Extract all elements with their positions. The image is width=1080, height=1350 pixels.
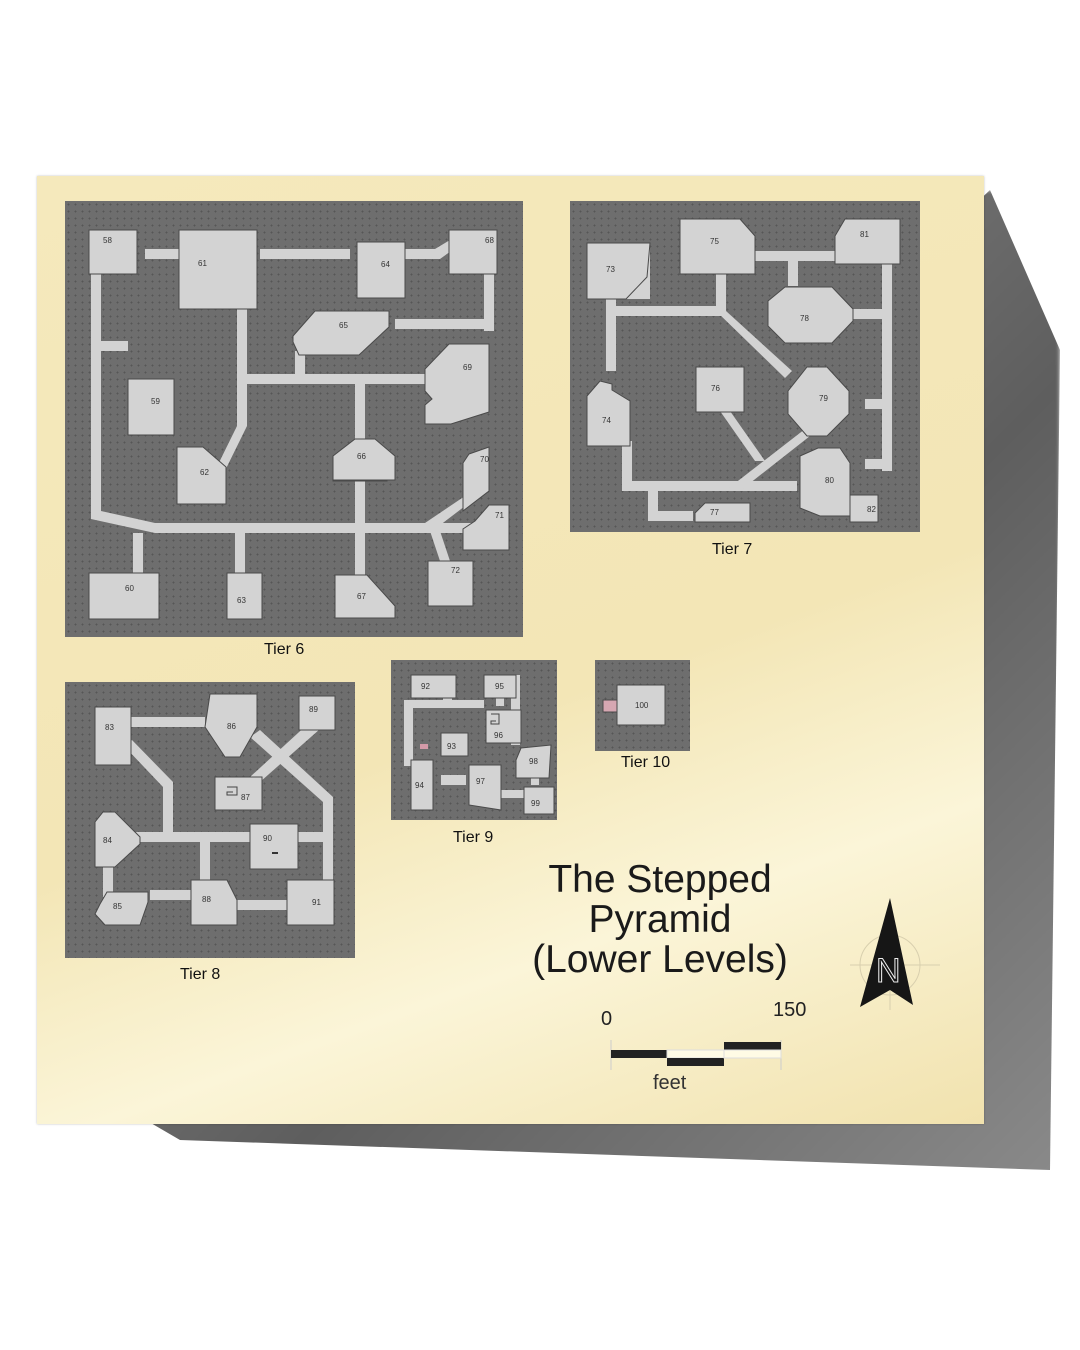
room-95: 95	[495, 682, 504, 691]
north-arrow-icon: N	[850, 898, 940, 1010]
room-82: 82	[867, 505, 876, 514]
room-69: 69	[463, 363, 472, 372]
tier-8-map: 83 86 89 87 84 90 85 88 91	[65, 682, 355, 958]
room-98: 98	[529, 757, 538, 766]
room-97: 97	[476, 777, 485, 786]
room-66: 66	[357, 452, 366, 461]
room-94: 94	[415, 781, 424, 790]
room-71: 71	[495, 511, 504, 520]
tier-8-label: Tier 8	[180, 966, 221, 983]
tier-8-rooms: 83 86 89 87 84 90 85 88 91	[94, 693, 336, 926]
room-79: 79	[819, 394, 828, 403]
room-92: 92	[421, 682, 430, 691]
room-88: 88	[202, 895, 211, 904]
room-64: 64	[381, 260, 390, 269]
room-89: 89	[309, 705, 318, 714]
room-67: 67	[357, 592, 366, 601]
room-75: 75	[710, 237, 719, 246]
room-87: 87	[241, 793, 250, 802]
scale-min: 0	[601, 1008, 613, 1030]
room-65: 65	[339, 321, 348, 330]
tier-7-label: Tier 7	[712, 541, 753, 558]
scale-unit: feet	[653, 1072, 687, 1094]
room-59: 59	[151, 397, 160, 406]
room-58: 58	[103, 236, 112, 245]
room-72: 72	[451, 566, 460, 575]
compass-letter: N	[876, 952, 901, 990]
scale-bar	[610, 1040, 782, 1070]
tier-6-map: 58 61 64 68 65 69 59 62 66 70 71 60 63 6…	[65, 201, 523, 637]
room-96: 96	[494, 731, 503, 740]
room-83: 83	[105, 723, 114, 732]
room-63: 63	[237, 596, 246, 605]
room-62: 62	[200, 468, 209, 477]
room-90: 90	[263, 834, 272, 843]
room-99: 99	[531, 799, 540, 808]
room-81: 81	[860, 230, 869, 239]
tier-9-label: Tier 9	[453, 829, 494, 846]
room-70: 70	[480, 455, 489, 464]
tier-10-label: Tier 10	[621, 754, 671, 771]
room-60: 60	[125, 584, 134, 593]
tier-7-rooms: 73 75 81 78 74 76 79 80 82 77	[586, 218, 901, 523]
room-91: 91	[312, 898, 321, 907]
room-77: 77	[710, 508, 719, 517]
tier-10-rooms: 100	[602, 684, 666, 726]
room-74: 74	[602, 416, 611, 425]
title-line-1: The Stepped	[548, 858, 772, 901]
title-line-2: Pyramid	[588, 898, 732, 941]
room-80: 80	[825, 476, 834, 485]
tier-9-rooms: 92 95 96 93 94 97 98 99	[404, 674, 555, 815]
room-85: 85	[113, 902, 122, 911]
tier-6-rooms: 58 61 64 68 65 69 59 62 66 70 71 60 63 6…	[88, 229, 510, 620]
room-86: 86	[227, 722, 236, 731]
room-78: 78	[800, 314, 809, 323]
scale-max: 150	[773, 999, 807, 1021]
room-100: 100	[635, 701, 649, 710]
tier-9-map: 92 95 96 93 94 97 98 99	[391, 660, 557, 820]
tier-7-map: 73 75 81 78 74 76 79 80 82 77	[570, 201, 920, 532]
room-93: 93	[447, 742, 456, 751]
title-line-3: (Lower Levels)	[532, 938, 788, 981]
room-68: 68	[485, 236, 494, 245]
tier-10-map: 100	[595, 660, 690, 751]
room-73: 73	[606, 265, 615, 274]
room-84: 84	[103, 836, 112, 845]
tier-6-label: Tier 6	[264, 641, 305, 658]
room-76: 76	[711, 384, 720, 393]
map-title: The Stepped Pyramid (Lower Levels)	[475, 860, 845, 980]
room-61: 61	[198, 259, 207, 268]
